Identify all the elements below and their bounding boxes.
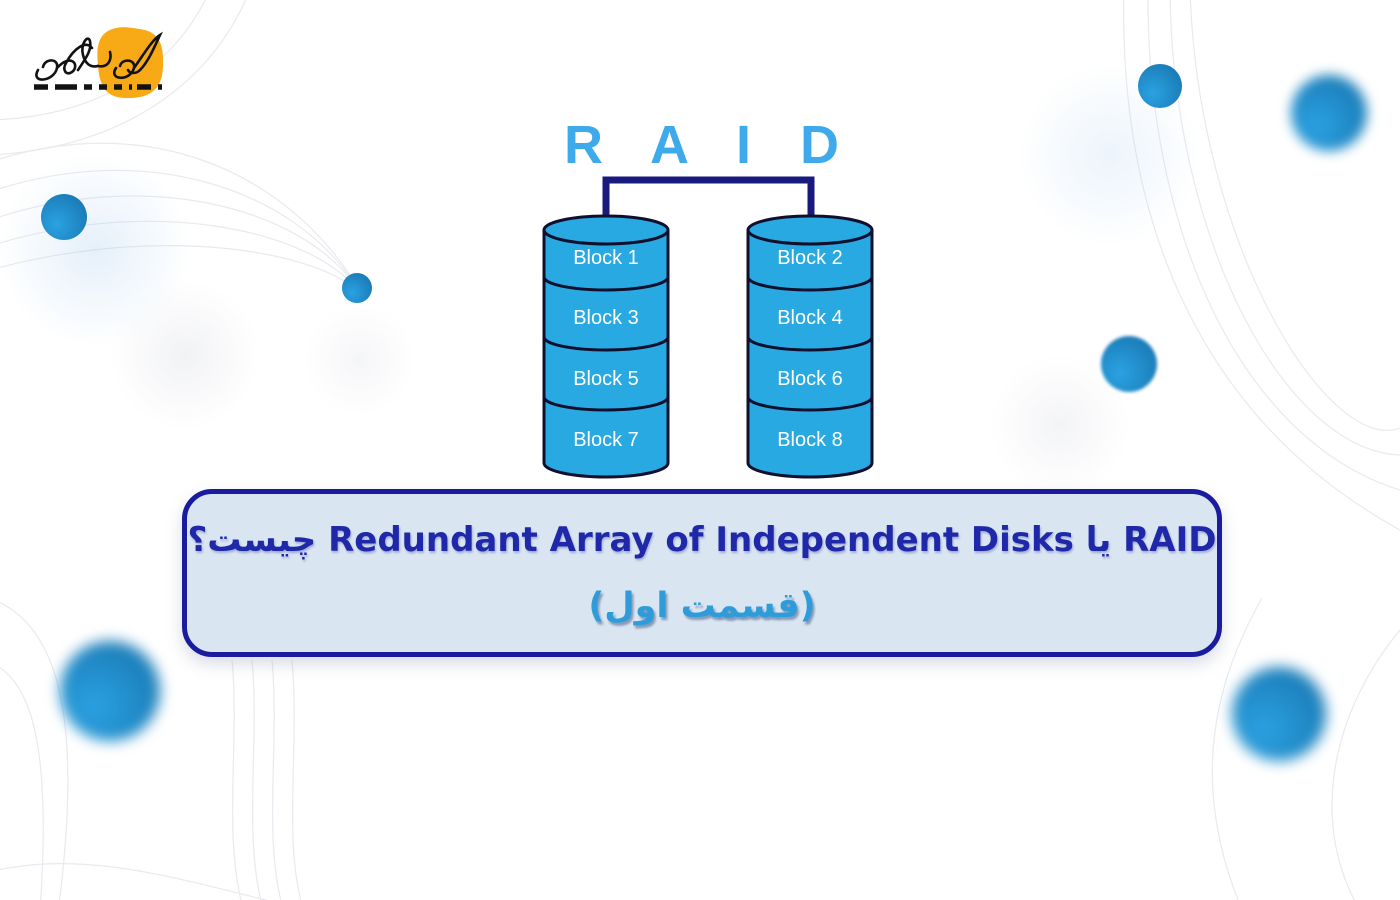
disk1-block-label: Block 7 — [573, 429, 639, 451]
disk2-block-label: Block 6 — [777, 368, 843, 390]
disk1-block-label: Block 3 — [573, 307, 639, 329]
soft-gray-halo — [105, 275, 265, 435]
disk1-block-label: Block 5 — [573, 368, 639, 390]
decorative-circle-blurred — [60, 641, 160, 741]
decorative-circle — [1138, 64, 1182, 108]
disk2-block-label: Block 8 — [777, 429, 843, 451]
disk2-block-label: Block 2 — [777, 247, 843, 269]
caption-box: RAID یا Redundant Array of Independent D… — [182, 489, 1222, 657]
soft-gray-halo — [300, 300, 420, 420]
disk-cylinder-1: Block 1 Block 3 Block 5 Block 7 — [542, 214, 670, 479]
decorative-circle — [342, 273, 372, 303]
decorative-circle-blurred — [1232, 667, 1326, 761]
caption-subtitle: (قسمت اول) — [588, 586, 816, 626]
decorative-circle — [1101, 336, 1157, 392]
raid-diagram-title: R A I D — [564, 115, 856, 175]
soft-blue-halo — [0, 150, 195, 350]
decorative-circle-blurred — [1291, 75, 1367, 151]
disk2-block-label: Block 4 — [777, 307, 843, 329]
caption-title: RAID یا Redundant Array of Independent D… — [187, 520, 1217, 560]
decorative-circle — [41, 194, 87, 240]
brand-logo-mark-icon — [34, 27, 164, 99]
disk1-block-label: Block 1 — [573, 247, 639, 269]
disk-cylinder-2: Block 2 Block 4 Block 6 Block 8 — [746, 214, 874, 479]
